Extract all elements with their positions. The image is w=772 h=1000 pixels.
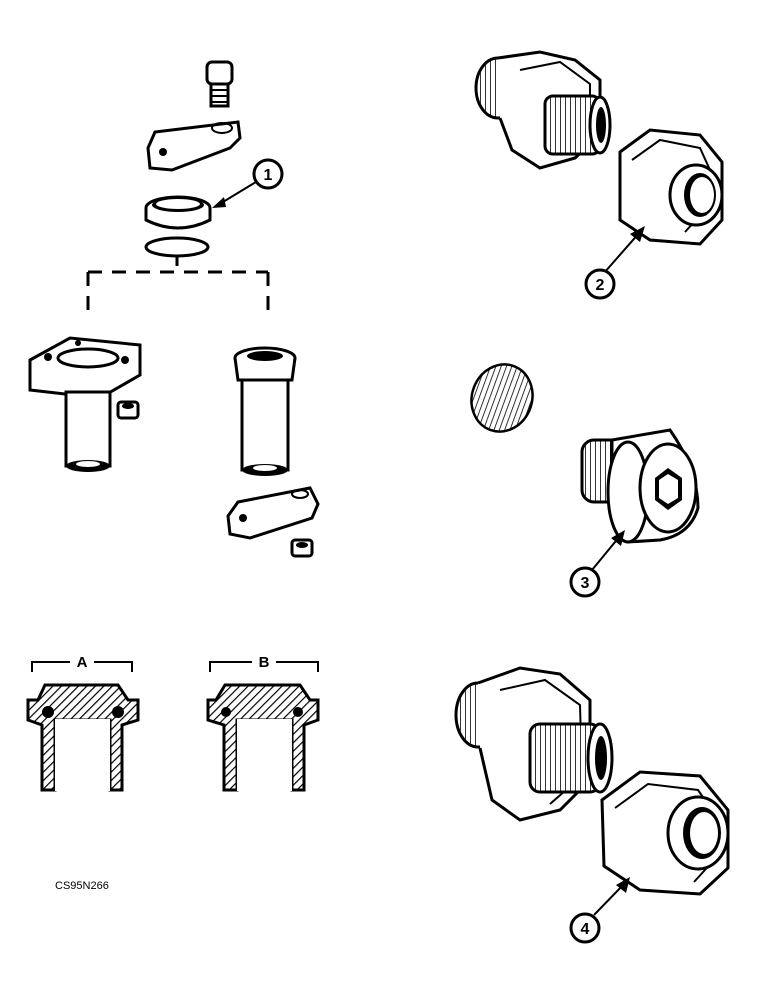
callout-3-label: 3 [581, 575, 590, 592]
flange-seal [144, 195, 212, 230]
callout-4: 4 [569, 877, 630, 944]
callout-2-label: 2 [596, 277, 605, 294]
section-a: A [26, 652, 140, 792]
section-b: B [206, 652, 320, 792]
flange-clamp-half [146, 120, 242, 172]
section-b-label: B [259, 654, 270, 671]
flanged-tube [226, 346, 320, 558]
callout-1: 1 [212, 158, 284, 208]
flange-tube [28, 336, 142, 472]
plug-fitting-3 [470, 363, 700, 544]
split-flange-assembly [86, 60, 270, 320]
alternative-bracket [86, 256, 270, 320]
union-fitting-4 [454, 666, 730, 896]
callout-2: 2 [584, 226, 645, 300]
section-a-label: A [77, 654, 88, 671]
figure-code: CS95N266 [55, 880, 109, 892]
union-fitting-2 [474, 50, 724, 246]
callout-3: 3 [569, 530, 625, 598]
callout-1-label: 1 [264, 167, 273, 184]
o-ring [144, 236, 210, 258]
cap-screw [205, 60, 234, 108]
callout-4-label: 4 [581, 921, 590, 938]
